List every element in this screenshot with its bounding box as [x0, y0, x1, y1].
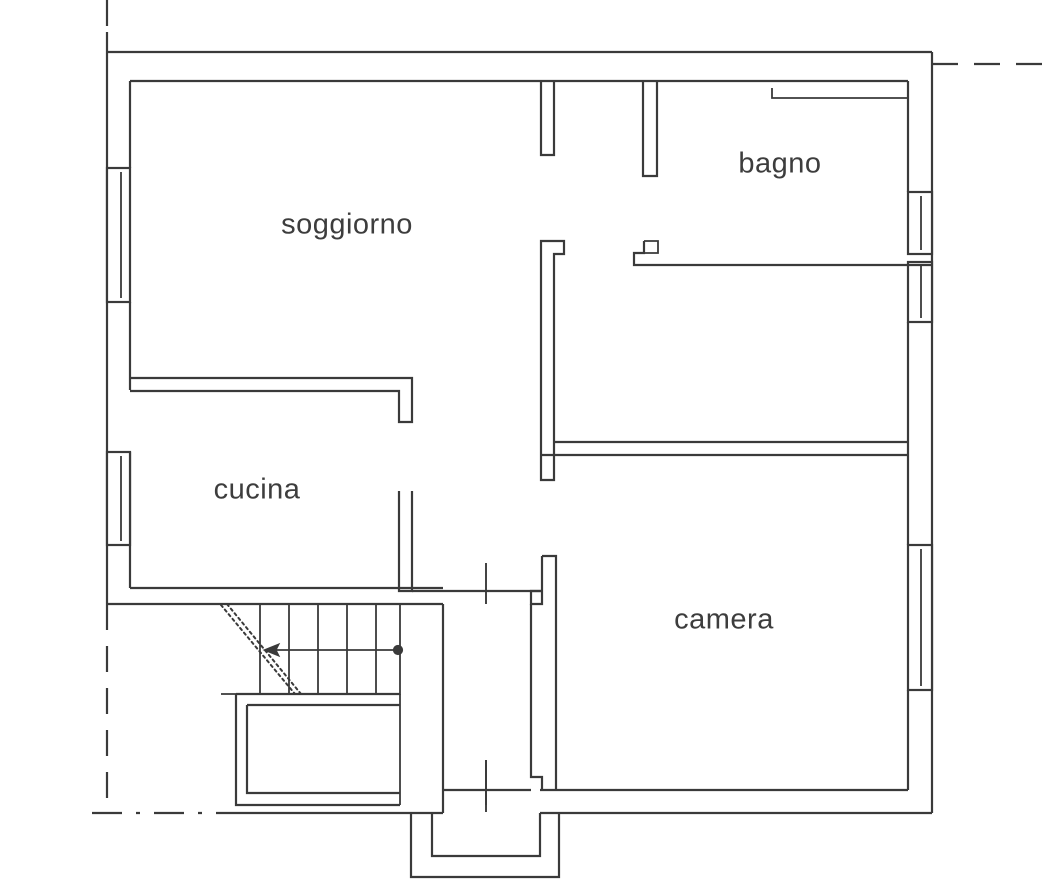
window-cucina-left: [105, 450, 132, 547]
wall-corridor-left: [539, 239, 566, 482]
wall-bagno-bottom: [632, 241, 932, 267]
stair-start-marker-icon: [392, 644, 404, 656]
window-corridor-right-lower: [906, 260, 934, 324]
window-camera-right: [906, 543, 934, 692]
stair-direction-arrow-icon: [262, 642, 281, 658]
room-label-cucina: cucina: [214, 474, 301, 506]
wall-hallway-right-inner: [529, 604, 544, 790]
staircase: [220, 603, 404, 695]
interior-walls-cucina: [130, 376, 443, 593]
wall-stub-soggiorno-corridor: [539, 81, 556, 157]
stair-break-line-b: [226, 603, 302, 695]
room-labels: soggiorno bagno cucina camera: [214, 148, 821, 636]
entrance-step-outer: [409, 813, 561, 879]
dashed-boundary-lines: [92, 0, 1052, 815]
stairwell-box: [234, 692, 401, 807]
room-label-camera: camera: [674, 604, 774, 636]
windows: [105, 166, 934, 692]
interior-walls-hallway: [240, 554, 558, 815]
room-label-bagno: bagno: [738, 148, 821, 180]
window-bagno-right-upper: [906, 190, 934, 256]
stair-run-outline: [221, 603, 401, 695]
entrance-step-inner: [430, 813, 542, 858]
wall-cucina-right: [397, 491, 414, 593]
room-label-soggiorno: soggiorno: [281, 209, 413, 241]
wall-bagno-bottom-jog: [634, 240, 659, 254]
stairwell-inner: [245, 705, 400, 795]
stair-break-line-a: [220, 604, 296, 695]
wall-cucina-top: [130, 376, 414, 424]
interior-walls-top: [539, 81, 908, 178]
interior-walls-corridor: [539, 239, 932, 482]
wall-hallway-right-jog: [529, 556, 544, 606]
window-soggiorno-left: [105, 166, 132, 304]
bagno-fixture-top: [771, 88, 908, 99]
stairwell-outer: [234, 694, 400, 807]
wall-hallway-right-outer: [542, 554, 558, 790]
wall-stub-corridor-bagno: [641, 81, 659, 178]
entrance-step: [409, 760, 561, 879]
